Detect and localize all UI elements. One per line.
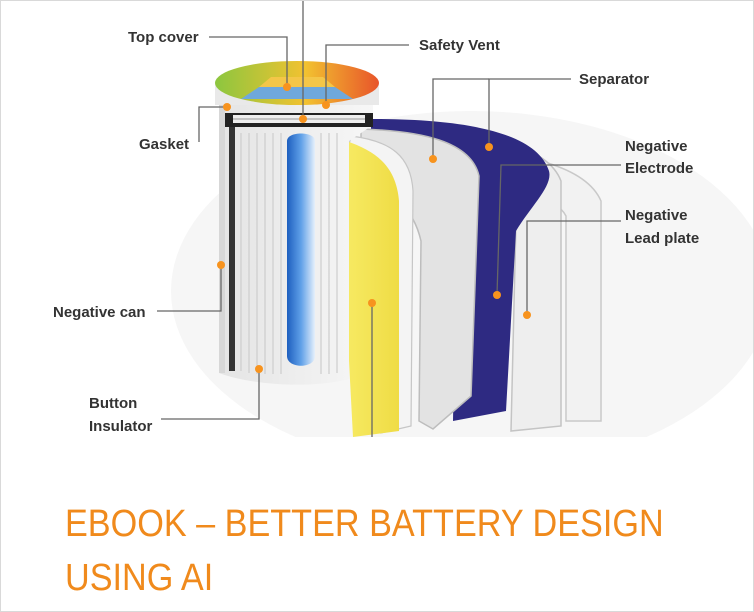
battery-cross-section-diagram: Top cover Safety Vent Separator Gasket N…	[1, 1, 753, 437]
label-button-insulator-line2: Insulator	[89, 418, 153, 435]
label-negative-can: Negative can	[53, 304, 146, 321]
label-negative-electrode-line2: Electrode	[625, 160, 693, 177]
top-cap-assembly	[215, 61, 379, 127]
label-gasket: Gasket	[139, 136, 189, 153]
ebook-title-link[interactable]: EBOOK – BETTER BATTERY DESIGN USING AI	[65, 503, 664, 599]
label-negative-electrode-line1: Negative	[625, 138, 688, 155]
label-separator: Separator	[579, 71, 649, 88]
label-top-cover: Top cover	[128, 29, 199, 46]
positive-electrode-sheet	[346, 141, 399, 437]
label-safety-vent: Safety Vent	[419, 37, 500, 54]
card-caption: EBOOK – BETTER BATTERY DESIGN USING AI	[1, 437, 753, 611]
leader-lines	[157, 1, 621, 437]
marker-dots	[217, 83, 531, 373]
label-button-insulator-line1: Button	[89, 395, 137, 412]
label-negative-lead-plate-line1: Negative	[625, 207, 688, 224]
core-pin	[287, 133, 315, 366]
label-negative-lead-plate-line2: Lead plate	[625, 230, 699, 247]
